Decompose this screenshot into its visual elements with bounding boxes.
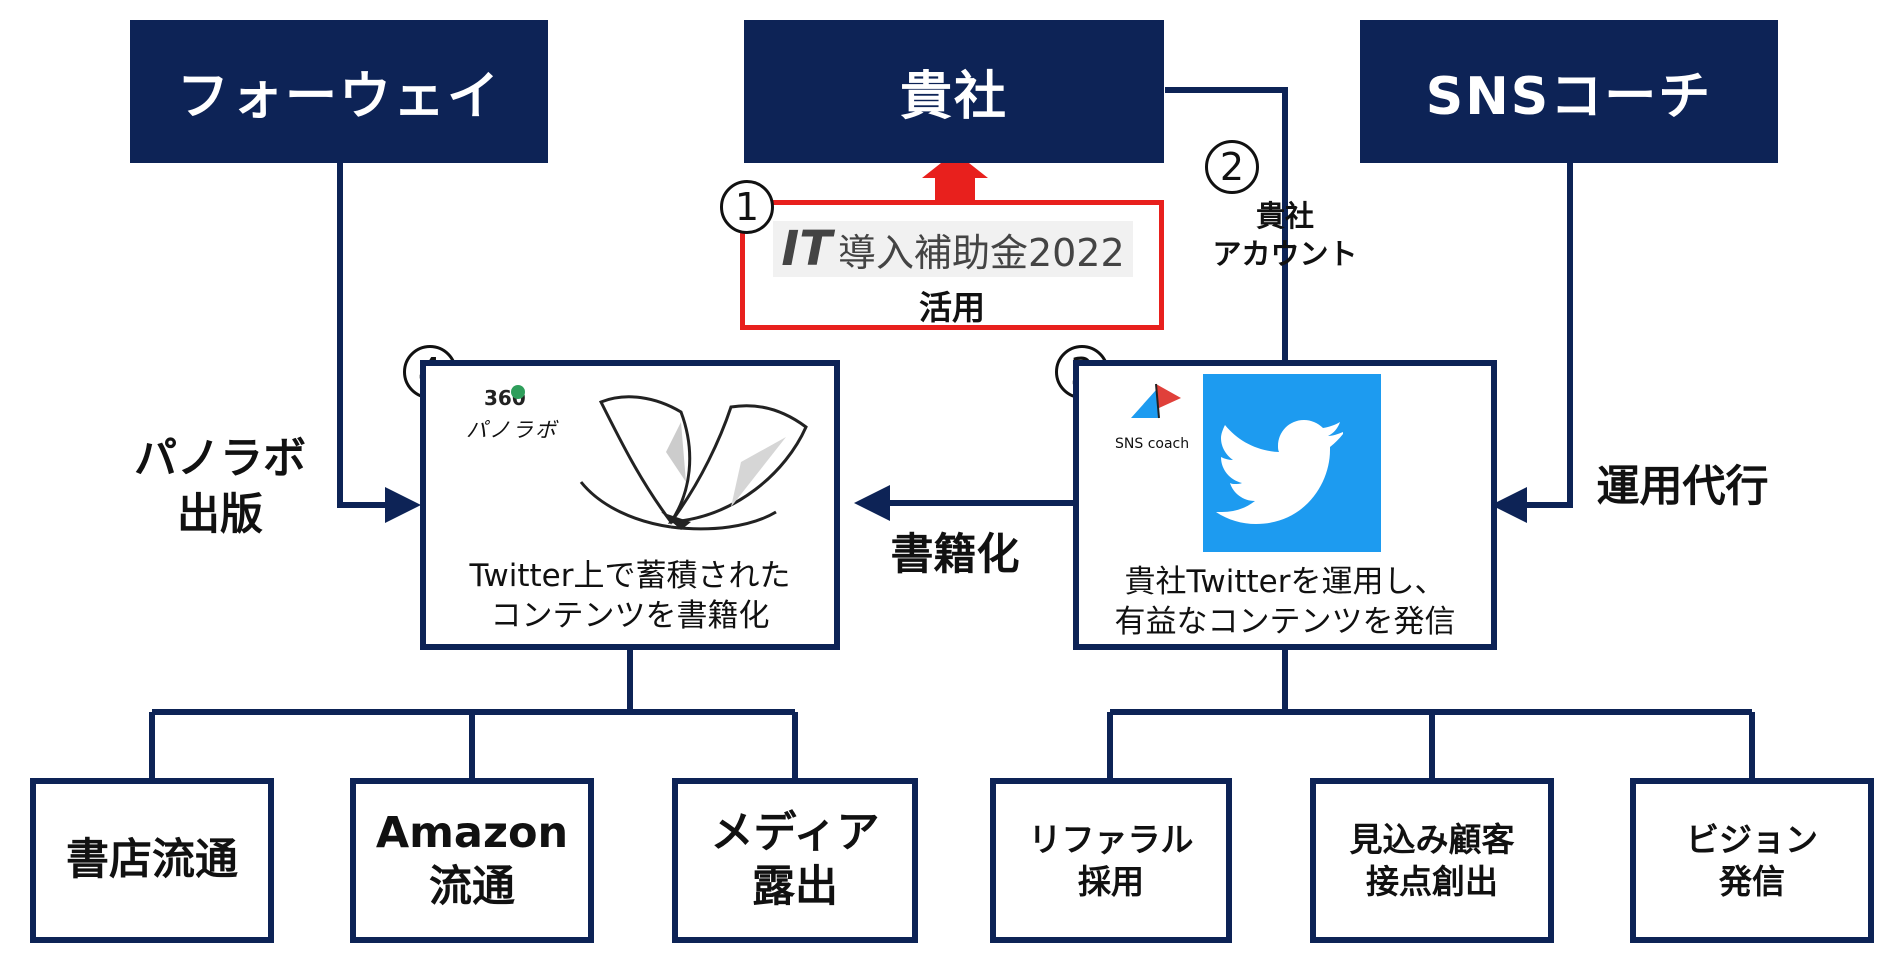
outcome-vision: ビジョン 発信 [1630, 778, 1874, 943]
panolab-logo-dot [511, 385, 525, 399]
step-circle-2: 2 [1205, 140, 1259, 194]
sns-coach-brand: SNS coach [1115, 436, 1190, 452]
top-box-right: SNSコーチ [1360, 20, 1778, 163]
step-circle-1: 1 [720, 180, 774, 234]
twitter-box: SNS coach 貴社Twitterを運用し、 有益なコンテンツを発信 [1073, 360, 1497, 650]
account-label: 貴社 アカウント [1212, 199, 1358, 271]
subsidy-logo-it: IT [781, 221, 832, 277]
book-box: 360 パノラボ Twitter上で蓄積された コンテンツを書籍化 [420, 360, 840, 650]
top-box-left: フォーウェイ [130, 20, 548, 163]
outcome-media: メディア 露出 [672, 778, 918, 943]
right-connector [1491, 162, 1573, 523]
right-label: 運用代行 [1596, 462, 1769, 512]
panolab-logo-text: パノラボ [466, 418, 558, 442]
left-connector [337, 162, 421, 523]
outcome-leads: 見込み顧客 接点創出 [1310, 778, 1554, 943]
outcome-amazon: Amazon 流通 [350, 778, 594, 943]
subsidy-box: IT 導入補助金2022 活用 [740, 200, 1164, 330]
right-tree [1107, 648, 1755, 778]
twitter-box-desc: 貴社Twitterを運用し、 有益なコンテンツを発信 [1114, 564, 1456, 641]
top-box-center: 貴社 [744, 20, 1164, 163]
panolab-logo-number: 360 [484, 386, 526, 410]
left-tree [149, 648, 798, 778]
middle-label: 書籍化 [890, 530, 1020, 580]
book-box-desc: Twitter上で蓄積された コンテンツを書籍化 [469, 558, 791, 635]
subsidy-logo: IT 導入補助金2022 [773, 221, 1133, 277]
outcome-bookstore: 書店流通 [30, 778, 274, 943]
open-book-icon [579, 395, 808, 531]
left-label: パノラボ 出版 [134, 434, 306, 540]
subsidy-logo-text: 導入補助金2022 [837, 230, 1125, 275]
account-connector [1165, 87, 1288, 362]
subsidy-note: 活用 [919, 288, 985, 327]
red-up-arrow [922, 152, 988, 200]
twitter-logo [1203, 374, 1381, 552]
sns-coach-flag-icon [1131, 383, 1181, 419]
twitter-bird-icon [1216, 420, 1343, 524]
outcome-referral: リファラル 採用 [990, 778, 1232, 943]
